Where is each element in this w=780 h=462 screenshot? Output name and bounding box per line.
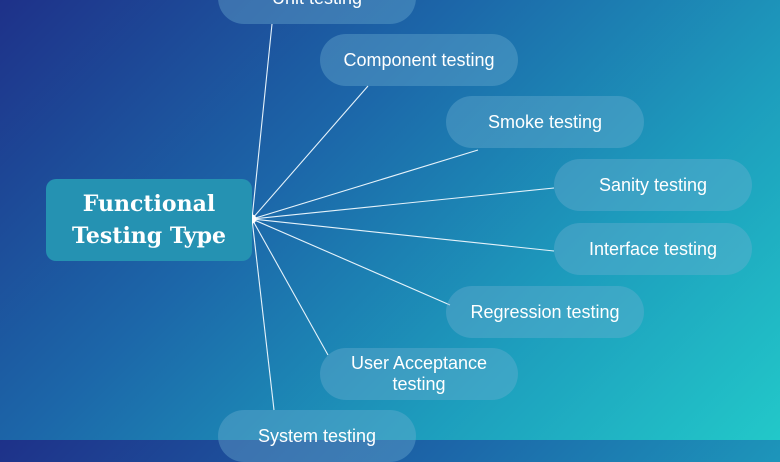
leaf-smoke-testing: Smoke testing (446, 96, 644, 148)
connector-interface-testing (251, 218, 555, 252)
connector-lines (251, 23, 555, 411)
leaf-sanity-testing: Sanity testing (554, 159, 752, 211)
root-title: Functional Testing Type (72, 191, 226, 249)
leaf-user-acceptance-testing: User Acceptance testing (320, 348, 518, 400)
connector-unit-testing (251, 23, 273, 220)
connector-user-acceptance-testing (251, 218, 329, 356)
leaf-regression-testing: Regression testing (446, 286, 644, 338)
connector-sanity-testing (251, 187, 555, 220)
connector-smoke-testing (251, 149, 479, 220)
leaf-unit-testing: Unit testing (218, 0, 416, 24)
leaf-component-testing: Component testing (320, 34, 518, 86)
connector-component-testing (251, 85, 369, 220)
root-node: Functional Testing Type (46, 179, 252, 261)
connector-system-testing (251, 218, 275, 411)
connector-regression-testing (251, 218, 451, 306)
leaf-interface-testing: Interface testing (554, 223, 752, 275)
leaf-system-testing: System testing (218, 410, 416, 462)
